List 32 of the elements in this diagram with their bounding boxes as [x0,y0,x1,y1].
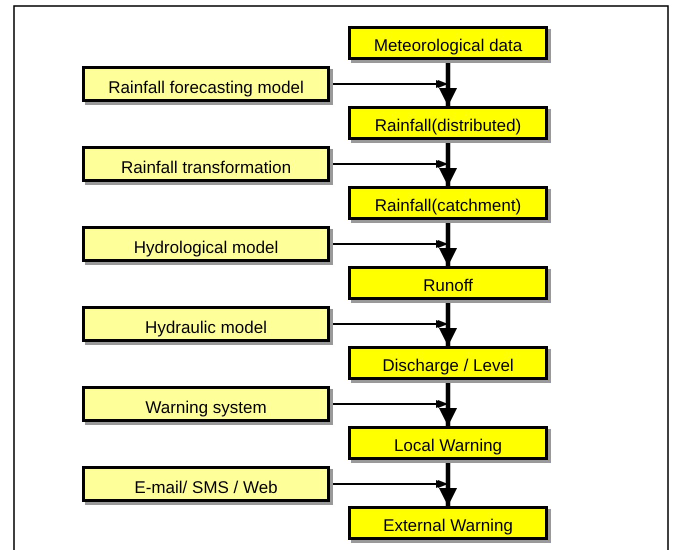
arrow [330,80,457,106]
process-box [348,346,548,380]
arrow [330,480,457,506]
box-label: Rainfall transformation [120,158,292,178]
model-box [82,306,330,342]
arrow [330,400,457,426]
model-box [82,66,330,102]
box-label: Hydraulic model [145,318,267,338]
box-label: E-mail/ SMS / Web [134,478,278,498]
model-box [82,386,330,422]
box-label: External Warning [383,516,513,536]
arrow [330,240,457,266]
arrow [330,320,457,346]
box-label: Rainfall(distributed) [374,116,522,136]
box-label: Hydrological model [134,238,278,258]
process-box [348,26,548,60]
model-box [82,466,330,502]
model-box [82,146,330,182]
box-label: Warning system [145,398,267,418]
box-label: Discharge / Level [382,356,514,376]
process-box [348,186,548,220]
box-label: Rainfall forecasting model [108,78,304,98]
model-box [82,226,330,262]
box-label: Meteorological data [374,36,522,56]
process-box [348,266,548,300]
process-box [348,106,548,140]
box-label: Rainfall(catchment) [374,196,522,216]
box-label: Local Warning [394,436,502,456]
box-label: Runoff [423,276,473,296]
process-box [348,426,548,460]
process-box [348,506,548,540]
arrow [330,160,457,186]
